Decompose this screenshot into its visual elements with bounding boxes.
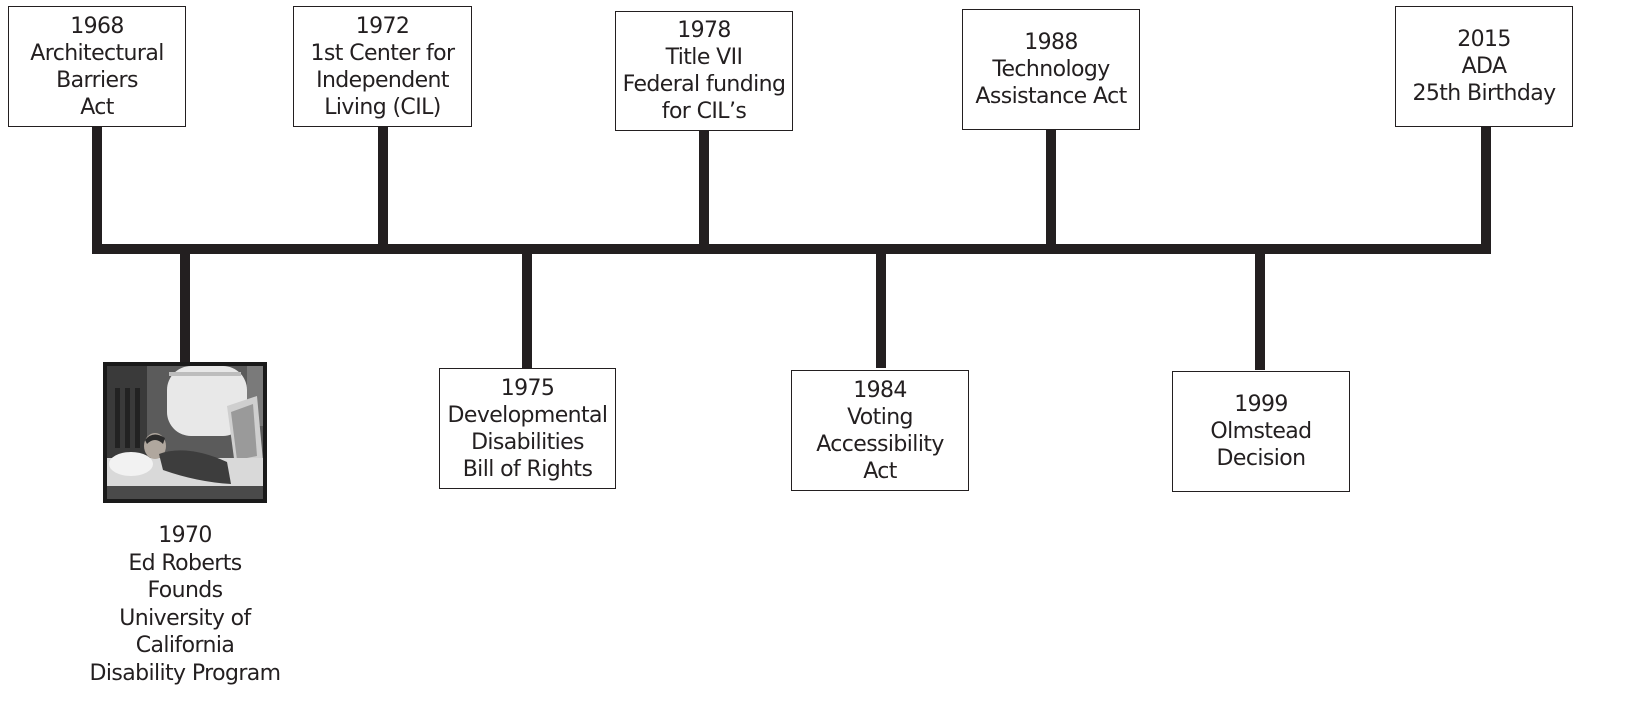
- event-box-1988: 1988 Technology Assistance Act: [962, 9, 1140, 130]
- event-title-line: Act: [80, 94, 114, 120]
- connector-1975: [522, 250, 532, 368]
- event-title-line: Act: [863, 458, 897, 484]
- event-title-line: ADA: [1461, 54, 1507, 79]
- event-title-line: for CIL’s: [661, 99, 747, 124]
- event-caption-1970: 1970 Ed Roberts Founds University of Cal…: [72, 522, 298, 687]
- event-box-1972: 1972 1st Center for Independent Living (…: [293, 6, 472, 127]
- timeline-axis: [92, 244, 1491, 254]
- event-year: 1975: [500, 375, 555, 401]
- event-year: 2015: [1457, 27, 1511, 52]
- connector-1999: [1255, 250, 1265, 370]
- event-title-line: Independent: [316, 67, 449, 93]
- event-title-line: Accessibility: [816, 431, 944, 457]
- event-text-1975: 1975 Developmental Disabilities Bill of …: [447, 375, 609, 483]
- event-box-1999: 1999 Olmstead Decision: [1172, 371, 1350, 492]
- event-text-1999: 1999 Olmstead Decision: [1210, 391, 1312, 472]
- event-box-1978: 1978 Title VII Federal funding for CIL’s: [615, 11, 793, 131]
- connector-1970: [180, 250, 190, 364]
- event-title-line: Ed Roberts: [128, 550, 242, 576]
- event-title-line: 25th Birthday: [1412, 81, 1556, 106]
- event-year: 1978: [677, 18, 731, 43]
- event-year: 1968: [70, 13, 124, 39]
- event-title-line: University of: [119, 605, 251, 631]
- event-year: 1984: [853, 377, 907, 403]
- connector-1978: [699, 130, 709, 248]
- event-title-line: Disability Program: [89, 660, 282, 686]
- event-box-1984: 1984 Voting Accessibility Act: [791, 370, 969, 491]
- event-text-1972: 1972 1st Center for Independent Living (…: [310, 13, 456, 121]
- event-text-2015: 2015 ADA 25th Birthday: [1412, 26, 1556, 107]
- event-text-1988: 1988 Technology Assistance Act: [975, 29, 1127, 110]
- connector-2015: [1481, 126, 1491, 248]
- event-title-line: Architectural: [30, 40, 164, 66]
- event-year: 1988: [1024, 30, 1078, 55]
- event-title-line: Disabilities: [471, 429, 584, 455]
- event-title-line: Title VII: [665, 45, 743, 70]
- event-title-line: Olmstead: [1210, 419, 1312, 444]
- event-box-2015: 2015 ADA 25th Birthday: [1395, 6, 1573, 127]
- event-text-1984: 1984 Voting Accessibility Act: [816, 377, 944, 485]
- event-text-1978: 1978 Title VII Federal funding for CIL’s: [623, 17, 786, 125]
- connector-1968: [92, 126, 102, 248]
- event-title-line: Assistance Act: [975, 84, 1127, 109]
- connector-1972: [378, 126, 388, 248]
- event-title-line: Developmental: [447, 402, 609, 428]
- event-title-line: Voting: [847, 404, 913, 430]
- event-year: 1970: [158, 523, 212, 548]
- event-year: 1972: [355, 13, 410, 39]
- event-title-line: California: [135, 633, 235, 658]
- ed-roberts-photo-art: [107, 366, 263, 499]
- connector-1984: [876, 250, 886, 368]
- event-title-line: Bill of Rights: [462, 456, 593, 482]
- event-title-line: Founds: [147, 578, 223, 603]
- event-title-line: Living (CIL): [324, 94, 441, 120]
- event-title-line: 1st Center for: [310, 40, 456, 66]
- event-title-line: Barriers: [56, 67, 138, 93]
- event-title-line: Decision: [1216, 446, 1306, 471]
- event-year: 1999: [1234, 392, 1288, 417]
- event-box-1975: 1975 Developmental Disabilities Bill of …: [439, 368, 616, 489]
- connector-1988: [1046, 128, 1056, 248]
- event-text-1968: 1968 Architectural Barriers Act: [30, 13, 164, 121]
- event-box-1968: 1968 Architectural Barriers Act: [8, 6, 186, 127]
- event-title-line: Technology: [992, 57, 1110, 82]
- event-title-line: Federal funding: [622, 72, 786, 97]
- ed-roberts-photo: [103, 362, 267, 503]
